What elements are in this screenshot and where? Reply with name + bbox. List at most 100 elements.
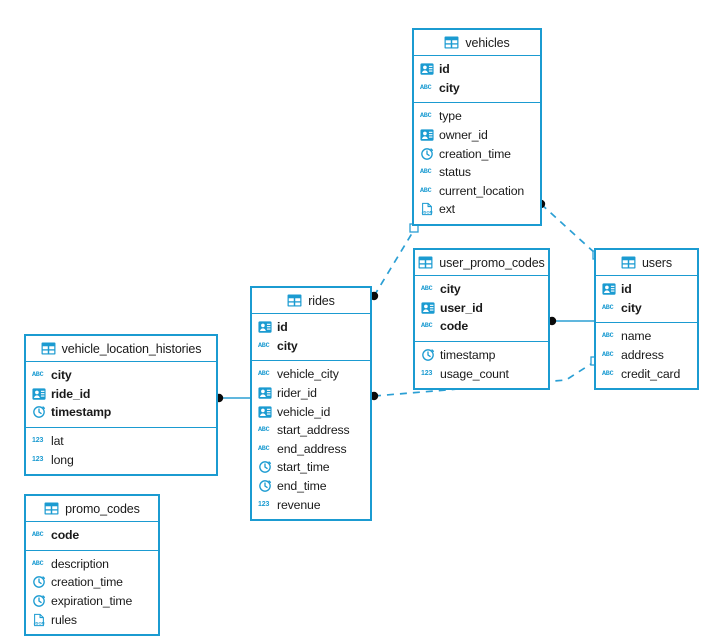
field-row[interactable]: expiration_time (26, 592, 158, 611)
relationship-rel-upc-users[interactable] (547, 316, 594, 326)
field-row[interactable]: id (596, 280, 697, 299)
clock-icon (32, 594, 46, 608)
field-name: id (277, 320, 288, 335)
relationship-rel-vlh-rides[interactable] (214, 393, 250, 403)
field-name: code (51, 528, 80, 543)
clock-icon (32, 575, 46, 589)
field-row[interactable]: ride_id (26, 385, 216, 404)
relationship-rel-vehicles-rides[interactable] (369, 223, 419, 301)
field-row[interactable]: id (414, 60, 540, 79)
field-row[interactable]: JSON ext (414, 200, 540, 219)
clock-icon (32, 405, 46, 419)
field-name: creation_time (439, 146, 511, 161)
abc-icon: ABC (421, 282, 435, 296)
field-row[interactable]: ABC code (26, 526, 158, 545)
svg-text:ABC: ABC (258, 426, 270, 434)
abc-icon: ABC (258, 367, 272, 381)
field-name: creation_time (51, 575, 123, 590)
field-name: user_id (440, 300, 483, 315)
entity-title[interactable]: vehicle_location_histories (26, 336, 216, 362)
field-name: end_time (277, 479, 327, 494)
svg-text:ABC: ABC (32, 531, 44, 539)
field-row[interactable]: user_id (415, 299, 548, 318)
field-name: timestamp (440, 348, 496, 363)
field-name: address (621, 348, 664, 363)
field-row[interactable]: owner_id (414, 126, 540, 145)
entity-name: users (641, 255, 673, 270)
json-icon: JSON (32, 613, 46, 627)
svg-text:123: 123 (421, 370, 433, 377)
svg-text:ABC: ABC (32, 371, 44, 379)
field-name: id (439, 62, 450, 77)
field-name: name (621, 329, 652, 344)
field-name: timestamp (51, 405, 112, 420)
field-row[interactable]: id (252, 318, 370, 337)
field-row[interactable]: vehicle_id (252, 402, 370, 421)
field-row[interactable]: ABC city (415, 280, 548, 299)
field-name: expiration_time (51, 594, 133, 609)
table-icon (44, 502, 59, 515)
field-row[interactable]: timestamp (415, 346, 548, 365)
field-row[interactable]: rider_id (252, 384, 370, 403)
abc-icon: ABC (258, 442, 272, 456)
id-badge-icon (258, 320, 272, 334)
field-name: city (277, 338, 298, 353)
svg-text:ABC: ABC (421, 285, 433, 293)
svg-text:ABC: ABC (602, 351, 614, 359)
entity-title[interactable]: users (596, 250, 697, 276)
field-row[interactable]: timestamp (26, 403, 216, 422)
field-name: ext (439, 202, 455, 217)
svg-text:ABC: ABC (602, 332, 614, 340)
json-icon: JSON (420, 202, 434, 216)
field-row[interactable]: creation_time (26, 573, 158, 592)
field-row[interactable]: end_time (252, 477, 370, 496)
field-row[interactable]: creation_time (414, 144, 540, 163)
abc-icon: ABC (420, 109, 434, 123)
123-icon: 123 (421, 367, 435, 381)
entity-title[interactable]: user_promo_codes (415, 250, 548, 276)
field-row[interactable]: ABC address (596, 346, 697, 365)
field-row[interactable]: ABC name (596, 327, 697, 346)
field-name: type (439, 109, 462, 124)
field-row[interactable]: start_time (252, 458, 370, 477)
entity-title[interactable]: rides (252, 288, 370, 314)
svg-text:123: 123 (32, 437, 44, 444)
entity-title[interactable]: promo_codes (26, 496, 158, 522)
abc-icon: ABC (420, 165, 434, 179)
svg-text:ABC: ABC (258, 445, 270, 453)
field-name: city (440, 282, 461, 297)
svg-text:ABC: ABC (602, 370, 614, 378)
svg-text:ABC: ABC (32, 560, 44, 568)
entity-title[interactable]: vehicles (414, 30, 540, 56)
field-row[interactable]: ABC type (414, 107, 540, 126)
abc-icon: ABC (420, 184, 434, 198)
